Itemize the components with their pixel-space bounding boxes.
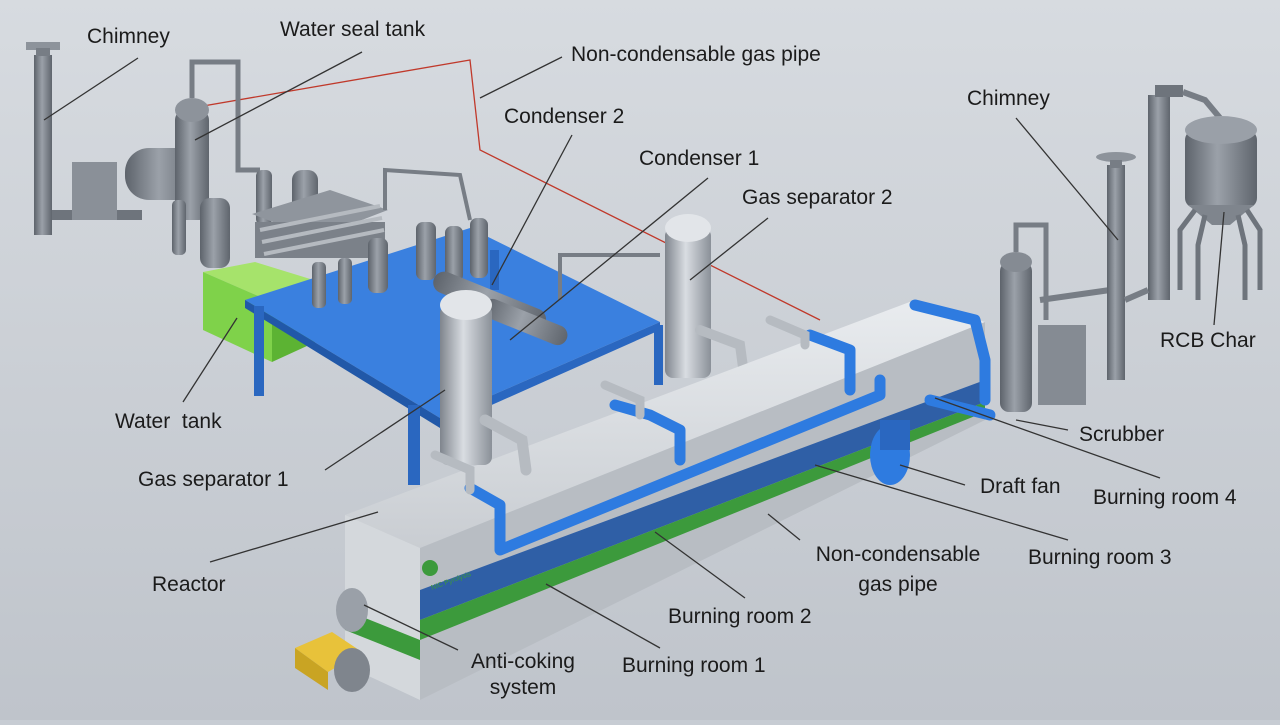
leader-water-seal-tank: [194, 51, 363, 141]
leader-anti-coking: [363, 604, 459, 651]
label-condenser-2: Condenser 2: [504, 105, 625, 128]
label-ncg-pipe-bottom: Non-condensable gas pipe: [800, 543, 996, 597]
reactor-steel-pipes: [430, 315, 810, 495]
label-draft-fan: Draft fan: [980, 475, 1061, 498]
label-anti-coking: Anti-coking system: [458, 650, 588, 700]
leader-ncg-pipe-bottom: [767, 513, 801, 541]
red-gas-line: [179, 59, 821, 321]
leader-scrubber: [1015, 419, 1069, 431]
leader-water-tank: [182, 317, 238, 403]
leader-condenser-2: [491, 134, 573, 286]
label-gas-separator-2: Gas separator 2: [742, 186, 893, 209]
leader-chimney-left: [43, 57, 139, 121]
label-burning-room-3: Burning room 3: [1028, 546, 1172, 569]
anti-coking-system: [295, 588, 370, 692]
gas-separator-1: [440, 290, 532, 476]
label-gas-separator-1: Gas separator 1: [138, 468, 289, 491]
chimney-right: [1096, 152, 1136, 380]
label-water-tank: Water tank: [115, 410, 222, 433]
leader-burning-room-3: [814, 464, 1069, 541]
label-burning-room-1: Burning room 1: [622, 654, 766, 677]
label-ncg-pipe-top: Non-condensable gas pipe: [571, 43, 821, 66]
leader-gas-separator-1: [324, 389, 446, 471]
label-chimney-left: Chimney: [87, 25, 170, 48]
label-reactor: Reactor: [152, 573, 226, 596]
leader-draft-fan: [899, 464, 966, 486]
leader-burning-room-4: [934, 397, 1161, 479]
leader-reactor: [209, 511, 379, 563]
label-water-seal-tank: Water seal tank: [280, 18, 426, 41]
rcb-char-hopper: [1123, 85, 1263, 303]
leader-lines: [43, 51, 1225, 651]
gas-separator-2: [665, 214, 750, 387]
draft-fan: [870, 420, 910, 485]
leader-chimney-right: [1015, 117, 1119, 241]
leader-condenser-1: [509, 177, 709, 341]
label-ncg-pipe-bottom-line1: Non-condensable: [815, 543, 981, 566]
label-anti-coking-line2: system: [489, 676, 557, 699]
scrubber: [1000, 222, 1111, 412]
label-anti-coking-line1: Anti-coking: [471, 650, 575, 673]
leader-burning-room-2: [654, 531, 746, 599]
label-scrubber: Scrubber: [1079, 423, 1165, 446]
label-burning-room-4: Burning room 4: [1093, 486, 1237, 509]
label-burning-room-2: Burning room 2: [668, 605, 812, 628]
leader-ncg-pipe-top: [479, 56, 563, 99]
label-ncg-pipe-bottom-line2: gas pipe: [858, 573, 938, 596]
leader-burning-room-1: [545, 583, 661, 649]
leader-gas-separator-2: [689, 217, 769, 281]
condenser-bank: [252, 167, 472, 258]
label-chimney-right: Chimney: [967, 87, 1050, 110]
leader-rcb-char: [1213, 211, 1225, 326]
label-condenser-1: Condenser 1: [639, 147, 760, 170]
label-rcb-char: RCB Char: [1160, 329, 1256, 352]
platform-equipment: [312, 218, 660, 346]
